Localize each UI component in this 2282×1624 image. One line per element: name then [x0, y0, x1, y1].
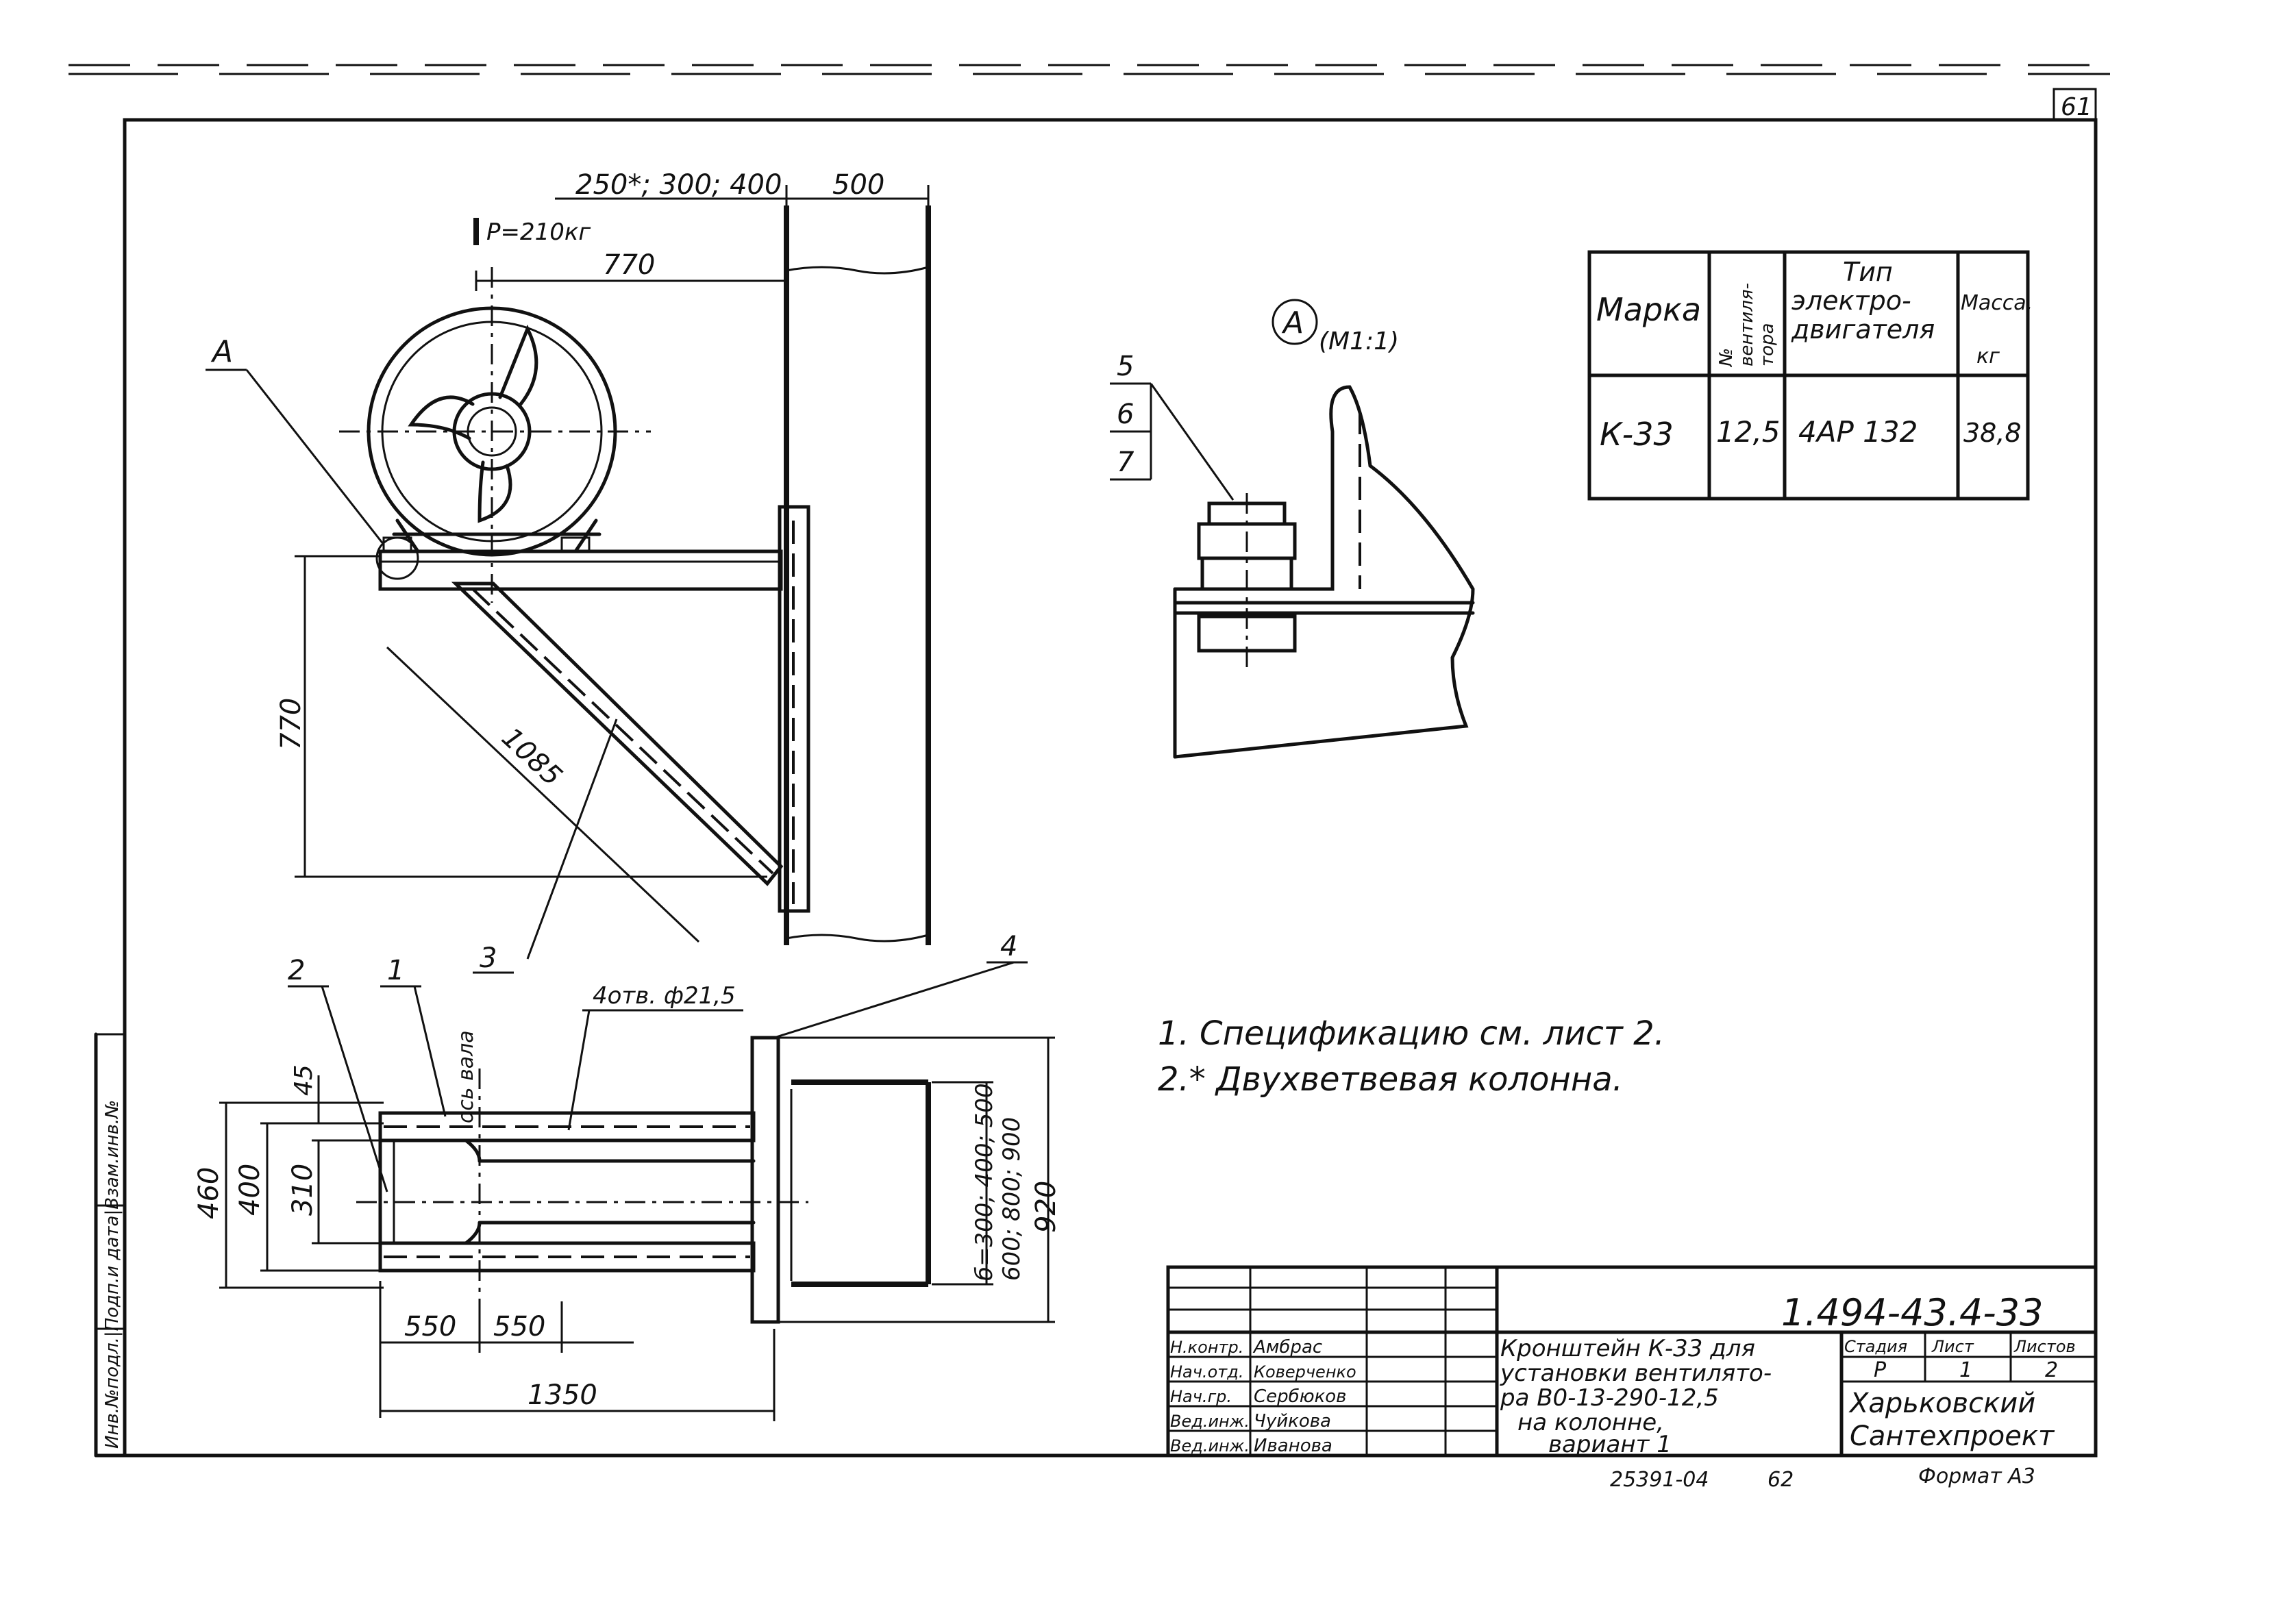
dim-1085: 1085	[495, 722, 568, 792]
detail-scale: (М1:1)	[1319, 327, 1399, 355]
title-line-4: на колонне,	[1517, 1409, 1664, 1436]
name-3: Сербюков	[1254, 1386, 1347, 1407]
dim-b: б=300; 400; 500	[971, 1083, 998, 1281]
role-3: Нач.гр.	[1170, 1387, 1232, 1406]
table-header-motor-2: электро-	[1791, 286, 1911, 316]
dim-920: 920	[1030, 1181, 1062, 1233]
table-cell-fan: 12,5	[1716, 415, 1781, 449]
pos-7: 7	[1117, 447, 1134, 478]
spec-table: Марка № вентиля- тора Тип электро- двига…	[1587, 250, 2033, 501]
title-line-3: ра В0-13-290-12,5	[1500, 1384, 1719, 1412]
detail-label: A	[1281, 305, 1304, 340]
dim-310: 310	[287, 1164, 319, 1216]
footer-page: 62	[1768, 1468, 1794, 1492]
pos-4: 4	[1000, 931, 1017, 962]
order-number: 25391-04	[1610, 1468, 1709, 1492]
table-header-motor-3: двигателя	[1791, 314, 1935, 345]
table-header-mass-2: кг	[1976, 345, 2000, 368]
sheet-value: 1	[1959, 1358, 1972, 1382]
table-cell-mark: К-33	[1600, 416, 1674, 453]
role-4: Вед.инж.	[1170, 1412, 1250, 1431]
dim-400: 400	[234, 1164, 266, 1216]
stage-label: Стадия	[1844, 1337, 1907, 1356]
drawing-frame	[123, 118, 2098, 1458]
table-header-mass-1: Масса,	[1961, 291, 2033, 315]
sheets-label: Листов	[2013, 1337, 2076, 1356]
org-line-2: Сантехпроект	[1850, 1421, 2055, 1452]
dim-45: 45	[290, 1064, 318, 1096]
name-1: Амбрас	[1252, 1337, 1322, 1358]
role-5: Вед.инж.	[1170, 1436, 1250, 1456]
table-header-fan-1: №	[1716, 348, 1737, 368]
sheet-label: Лист	[1931, 1337, 1974, 1356]
elevation-view: A 250*; 300; 400 500 P=210кг 770 770 108…	[206, 169, 931, 960]
title-line-5: вариант 1	[1548, 1431, 1672, 1458]
name-4: Чуйкова	[1254, 1411, 1331, 1432]
shaft-axis-label: ось вала	[454, 1030, 478, 1123]
dim-460: 460	[193, 1167, 225, 1219]
dim-550-b: 550	[493, 1311, 545, 1342]
dim-top-variants: 250*; 300; 400	[575, 169, 782, 201]
table-header-mark: Марка	[1596, 291, 1701, 328]
dim-770-v: 770	[275, 698, 307, 750]
table-header-fan-3: тора	[1757, 323, 1778, 367]
table-cell-mass: 38,8	[1963, 418, 2022, 448]
title-line-1: Кронштейн К-33 для	[1500, 1335, 1755, 1362]
page-number-box	[2052, 88, 2097, 121]
load-label: P=210кг	[486, 218, 591, 246]
org-line-1: Харьковский	[1848, 1388, 2035, 1419]
pos-2: 2	[288, 955, 305, 986]
stage-value: Р	[1874, 1358, 1887, 1382]
title-block: 1.494-43.4-33 Н.контр. Нач.отд. Нач.гр. …	[1166, 1265, 2098, 1458]
pos-1: 1	[387, 955, 404, 986]
left-stamp-text: Инв.№подл.|Подп.и дата|Взам.инв.№	[102, 1100, 123, 1449]
dim-770-h: 770	[603, 249, 655, 281]
pos-3: 3	[480, 942, 497, 974]
page-number: 61	[2061, 93, 2092, 121]
role-1: Н.контр.	[1170, 1338, 1243, 1357]
role-2: Нач.отд.	[1170, 1362, 1243, 1382]
table-header-motor-1: Тип	[1843, 257, 1893, 287]
drawing-code: 1.494-43.4-33	[1781, 1291, 2044, 1334]
name-2: Коверченко	[1254, 1362, 1356, 1382]
table-cell-motor: 4АР 132	[1798, 415, 1918, 449]
name-5: Иванова	[1254, 1436, 1332, 1456]
dim-b2: 600; 800; 900	[998, 1117, 1026, 1281]
callout-a: A	[210, 334, 233, 369]
note-1: 1. Спецификацию см. лист 2.	[1158, 1014, 1665, 1053]
plan-view: 2 1 3 ось вала 4отв. ф21,5 4 460 400 310…	[193, 931, 1062, 1421]
note-2: 2.* Двухветвевая колонна.	[1158, 1060, 1623, 1099]
holes-label: 4отв. ф21,5	[593, 982, 736, 1010]
title-line-2: установки вентилято-	[1500, 1360, 1772, 1387]
pos-6: 6	[1117, 399, 1134, 430]
pos-5: 5	[1117, 351, 1134, 382]
table-header-fan-2: вентиля-	[1737, 283, 1757, 366]
dim-550-a: 550	[404, 1311, 456, 1342]
paper-format: Формат А3	[1918, 1464, 2035, 1488]
detail-a: A (М1:1) 5 6 7	[1110, 299, 1475, 759]
sheets-value: 2	[2045, 1358, 2058, 1382]
dim-1350: 1350	[528, 1379, 597, 1411]
dim-top-500: 500	[832, 169, 884, 201]
